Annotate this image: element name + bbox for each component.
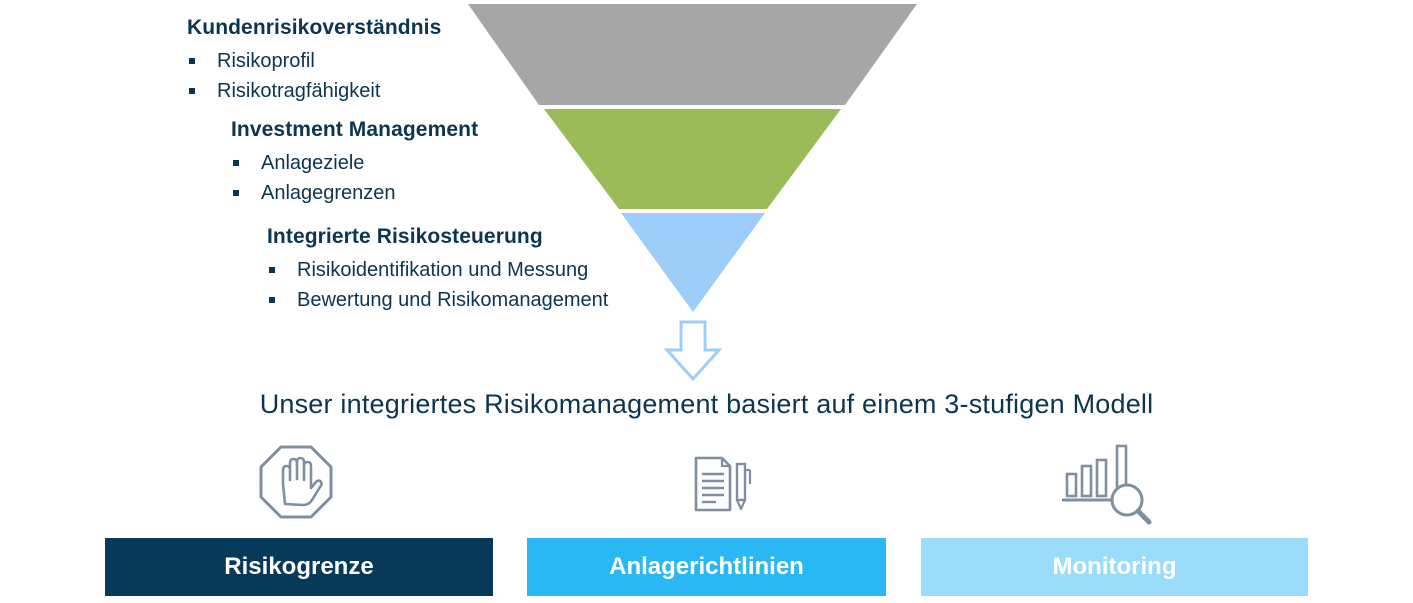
list-item: Anlageziele	[231, 148, 478, 178]
down-arrow-icon	[664, 320, 722, 382]
section-list: Risikoidentifikation und Messung Bewertu…	[267, 255, 608, 315]
document-pen-icon	[694, 456, 752, 512]
step-label: Risikogrenze	[224, 553, 374, 580]
section-title: Investment Management	[231, 118, 479, 141]
bar-chart-magnifier-icon	[1062, 444, 1152, 525]
section-list: Anlageziele Anlagegrenzen	[231, 148, 478, 208]
list-item: Risikoidentifikation und Messung	[267, 255, 608, 285]
step-anlagerichtlinien: Anlagerichtlinien	[527, 538, 886, 596]
step-monitoring: Monitoring	[921, 538, 1308, 596]
section-title: Kundenrisikoverständnis	[187, 16, 442, 39]
risk-funnel	[468, 4, 917, 312]
step-label: Anlagerichtlinien	[609, 553, 804, 580]
step-label: Monitoring	[1052, 553, 1177, 580]
funnel-tier-investment-management	[544, 109, 841, 209]
section-list: Risikoprofil Risikotragfähigkeit	[187, 46, 441, 106]
list-item: Anlagegrenzen	[231, 178, 478, 208]
section-investment-management: Investment Management Anlageziele Anlage…	[231, 118, 478, 208]
list-item: Bewertung und Risikomanagement	[267, 285, 608, 315]
section-integrierte-risikosteuerung: Integrierte Risikosteuerung Risikoidenti…	[267, 225, 608, 315]
funnel-tier-integrierte-risikosteuerung	[621, 213, 765, 312]
stop-hand-icon	[259, 445, 333, 519]
list-item: Risikoprofil	[187, 46, 441, 76]
step-risikogrenze: Risikogrenze	[105, 538, 493, 596]
headline: Unser integriertes Risikomanagement basi…	[259, 389, 1154, 419]
funnel-tier-kundenrisikoverstaendnis	[468, 4, 917, 105]
section-kundenrisikoverstaendnis: Kundenrisikoverständnis Risikoprofil Ris…	[187, 16, 441, 106]
list-item: Risikotragfähigkeit	[187, 76, 441, 106]
section-title: Integrierte Risikosteuerung	[267, 225, 543, 248]
